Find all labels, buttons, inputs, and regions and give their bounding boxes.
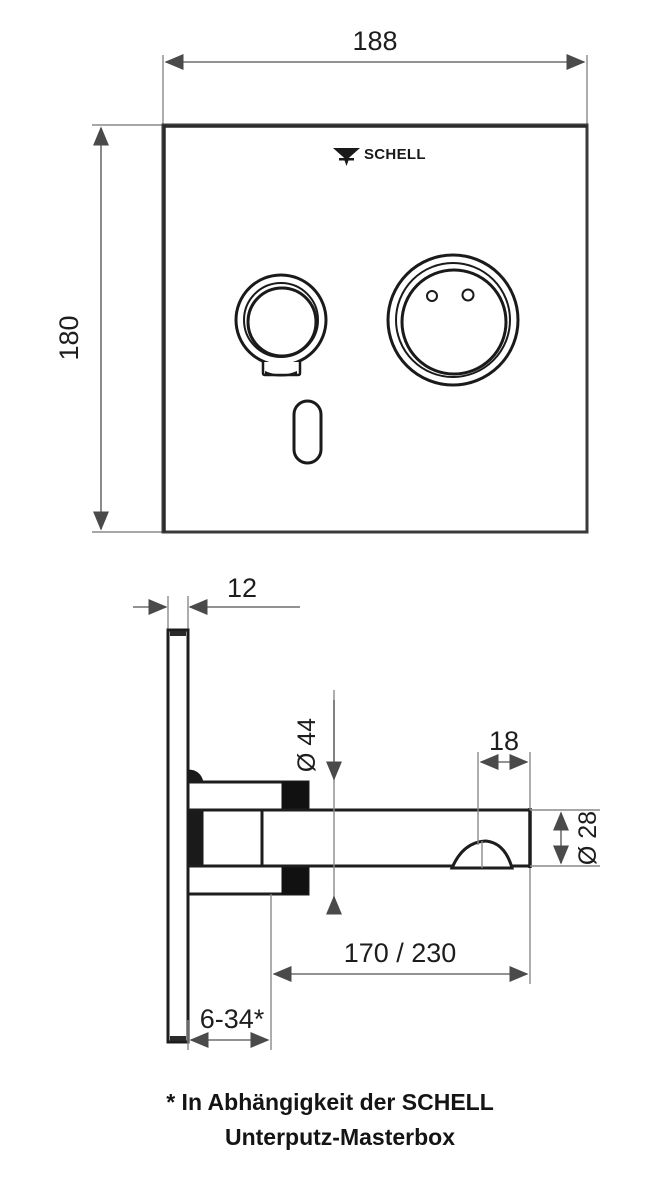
- dimension-label-diam-28: Ø 28: [574, 811, 602, 865]
- temperature-knob-lever-shadow: [265, 371, 297, 377]
- side-wall-plate-top-shade: [170, 631, 186, 636]
- temperature-knob[interactable]: [234, 273, 328, 377]
- brand-logo: SCHELL: [333, 146, 426, 166]
- dimension-label-diam-44: Ø 44: [293, 718, 321, 772]
- sensor-window[interactable]: [292, 399, 323, 465]
- flow-knob-dot-right: [461, 288, 475, 302]
- side-upper-seal: [281, 781, 309, 811]
- dimension-label-outlet-18: 18: [489, 726, 519, 756]
- side-view-group: 12 Ø 44: [133, 573, 602, 1050]
- brand-logo-label: SCHELL: [364, 146, 426, 163]
- dimension-label-height-180: 180: [54, 315, 84, 360]
- flow-knob[interactable]: [386, 253, 520, 387]
- side-lower-seal: [281, 865, 309, 895]
- front-view-group: 188 180 SCHELL: [54, 26, 589, 534]
- flow-knob-dot-left: [426, 290, 438, 302]
- side-wall-plate-bottom-shade: [170, 1036, 186, 1041]
- dimension-label-projection-170-230: 170 / 230: [344, 938, 457, 968]
- side-wall-plate: [166, 628, 190, 1044]
- dimension-label-width-188: 188: [352, 26, 397, 56]
- footnote-group: * In Abhängigkeit der SCHELL Unterputz-M…: [166, 1089, 494, 1150]
- schell-funnel-icon: [333, 148, 360, 166]
- footnote-line-2: Unterputz-Masterbox: [225, 1124, 455, 1150]
- front-panel-plate: [161, 123, 589, 534]
- footnote-line-1: * In Abhängigkeit der SCHELL: [166, 1089, 494, 1115]
- dimension-label-plate-thickness-12: 12: [227, 573, 257, 603]
- dimension-label-wall-offset-6-34: 6-34*: [200, 1004, 265, 1034]
